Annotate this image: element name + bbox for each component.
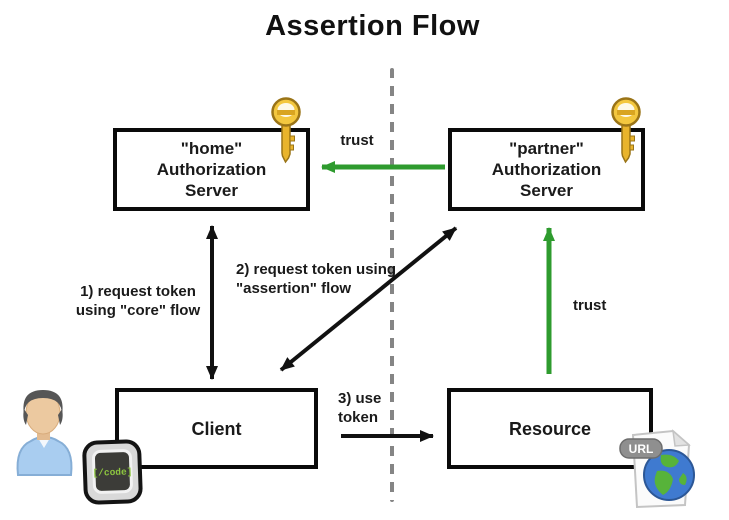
- url-icon: URL: [619, 429, 695, 509]
- url-badge-text: URL: [629, 442, 654, 456]
- code-icon: [/code]: [82, 439, 143, 505]
- trust-top-label: trust: [340, 132, 374, 149]
- flow2-label-line1: 2) request token using: [236, 261, 397, 278]
- person-icon: [16, 390, 73, 476]
- node-label: Resource: [508, 418, 592, 439]
- flow1-label-line1: 1) request token: [80, 283, 196, 300]
- key-icon: [271, 97, 301, 164]
- node-label-line: Authorization: [491, 160, 602, 179]
- flow3-label-line1: 3) use: [338, 390, 382, 407]
- trust-right-label: trust: [573, 297, 607, 314]
- flow1-label: 1) request token using "core" flow: [70, 282, 206, 320]
- flow2-label-line2: "assertion" flow: [236, 280, 352, 297]
- node-resource: Resource: [447, 388, 653, 469]
- node-label-line: Server: [185, 181, 238, 200]
- flow1-label-line2: using "core" flow: [75, 302, 201, 319]
- flow2-assertion-arrow: [279, 226, 458, 372]
- flow2-label: 2) request token using "assertion" flow: [236, 260, 396, 298]
- node-label-line: "home": [180, 139, 243, 158]
- key-icon: [611, 97, 641, 164]
- code-screen-text: [/code]: [92, 466, 132, 478]
- node-client: Client: [115, 388, 318, 469]
- node-label: Client: [191, 418, 242, 439]
- node-partner-auth-server: "partner" Authorization Server: [448, 128, 645, 211]
- node-label-line: "partner": [509, 139, 584, 158]
- node-label-line: Authorization: [156, 160, 267, 179]
- flow3-label: 3) use token: [338, 389, 398, 427]
- flow3-label-line2: token: [338, 409, 379, 426]
- node-label-line: Server: [520, 181, 573, 200]
- diagram-title: Assertion Flow: [265, 10, 480, 42]
- node-home-auth-server: "home" Authorization Server: [113, 128, 310, 211]
